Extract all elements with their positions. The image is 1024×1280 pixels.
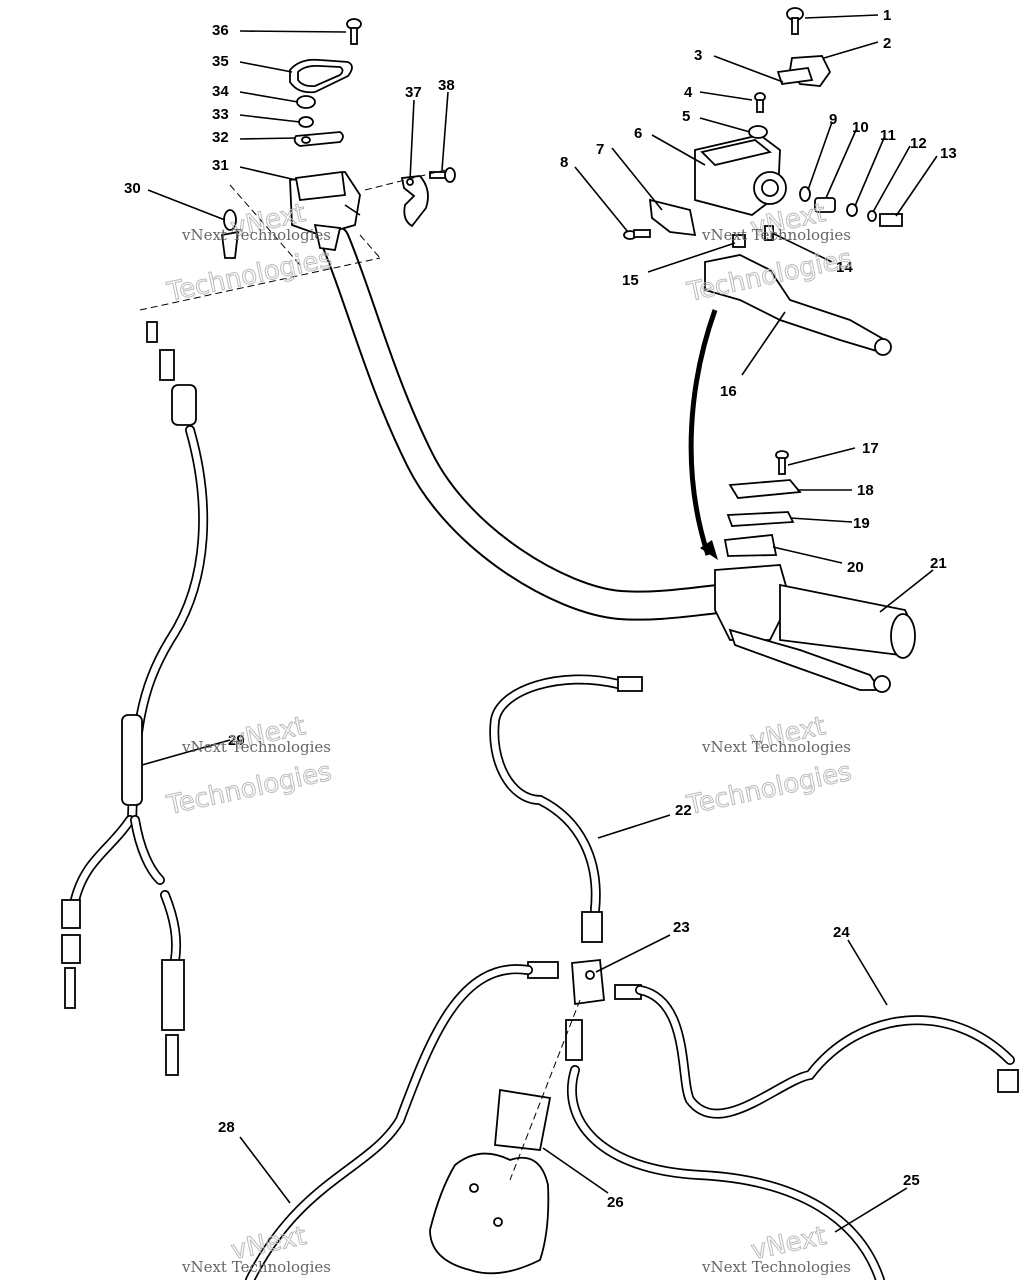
callout-20: 20 xyxy=(847,559,864,576)
callout-35: 35 xyxy=(212,53,229,70)
screw-17 xyxy=(775,450,789,475)
svg-text:vNext Technologies: vNext Technologies xyxy=(181,1258,331,1276)
svg-text:vNext Technologies: vNext Technologies xyxy=(181,226,331,244)
brake-hose-24 xyxy=(635,985,1019,1119)
handlebar xyxy=(320,225,745,621)
callout-11: 11 xyxy=(880,127,896,144)
screw-8 xyxy=(623,229,651,240)
callout-3: 3 xyxy=(694,47,702,64)
watermark-3: vNext vNext Technologies Technologies xyxy=(163,711,335,822)
callout-37: 37 xyxy=(405,84,422,101)
watermark-6: vNext vNext Technologies xyxy=(701,1221,851,1276)
callout-29: 29 xyxy=(228,732,245,749)
callout-34: 34 xyxy=(212,83,229,100)
callout-24: 24 xyxy=(833,924,850,941)
callout-18: 18 xyxy=(857,482,874,499)
reservoir-cap-2 xyxy=(776,55,832,87)
callout-33: 33 xyxy=(212,106,229,123)
arrow-head xyxy=(700,540,718,560)
callout-10: 10 xyxy=(852,119,869,136)
callout-7: 7 xyxy=(596,141,604,158)
callout-36: 36 xyxy=(212,22,229,39)
diaphragm-19 xyxy=(726,511,795,527)
brake-hose-25 xyxy=(566,1065,885,1280)
brake-hose-28 xyxy=(245,964,533,1280)
cover-18 xyxy=(728,479,802,499)
gasket-35 xyxy=(289,58,353,94)
dash-line-caliper xyxy=(509,999,581,1181)
brake-lever-16 xyxy=(704,254,892,356)
screw-1 xyxy=(786,7,804,35)
svg-text:Technologies: Technologies xyxy=(164,757,335,821)
callout-30: 30 xyxy=(124,180,141,197)
callout-4: 4 xyxy=(684,84,693,101)
screw-38 xyxy=(429,167,456,183)
svg-text:Technologies: Technologies xyxy=(164,244,335,308)
watermark-5: vNext vNext Technologies xyxy=(181,1221,331,1276)
brake-hose-22 xyxy=(489,674,643,943)
callout-21: 21 xyxy=(930,555,947,572)
callout-17: 17 xyxy=(862,440,879,457)
callout-31: 31 xyxy=(212,157,229,174)
svg-text:vNext Technologies: vNext Technologies xyxy=(701,1258,851,1276)
callout-23: 23 xyxy=(673,919,690,936)
left-lever-housing xyxy=(289,170,361,252)
svg-text:vNext Technologies: vNext Technologies xyxy=(701,738,851,756)
callout-26: 26 xyxy=(607,1194,624,1211)
svg-text:Technologies: Technologies xyxy=(684,757,855,821)
callout-16: 16 xyxy=(720,383,737,400)
grip-21 xyxy=(714,564,916,693)
callout-32: 32 xyxy=(212,129,229,146)
callout-19: 19 xyxy=(853,515,870,532)
callout-25: 25 xyxy=(903,1172,920,1189)
callout-6: 6 xyxy=(634,125,642,142)
callout-13: 13 xyxy=(940,145,957,162)
callout-22: 22 xyxy=(675,802,692,819)
svg-text:vNext Technologies: vNext Technologies xyxy=(181,738,331,756)
callout-9: 9 xyxy=(829,111,837,128)
callout-2: 2 xyxy=(883,35,891,52)
callout-1: 1 xyxy=(883,7,891,24)
callout-14: 14 xyxy=(836,259,853,276)
bracket-37 xyxy=(400,175,429,228)
gasket-20 xyxy=(723,534,778,557)
svg-text:vNext Technologies: vNext Technologies xyxy=(701,226,851,244)
leader-lines xyxy=(141,14,938,1233)
callout-28: 28 xyxy=(218,1119,235,1136)
callout-numbers: 1 2 3 4 5 6 7 8 9 10 11 12 13 14 15 16 1… xyxy=(124,7,957,1211)
callout-15: 15 xyxy=(622,272,639,289)
bracket-7 xyxy=(648,198,697,237)
pin-30 xyxy=(220,209,240,259)
throttle-cable xyxy=(61,321,209,1076)
master-cylinder xyxy=(694,134,787,216)
caliper-26 xyxy=(429,1088,552,1275)
piston-parts-9-13 xyxy=(799,186,903,227)
callout-5: 5 xyxy=(682,108,690,125)
callout-38: 38 xyxy=(438,77,455,94)
screw-36 xyxy=(346,18,362,45)
callout-12: 12 xyxy=(910,135,927,152)
watermark-4: vNext vNext Technologies Technologies xyxy=(683,711,855,822)
callout-8: 8 xyxy=(560,154,568,171)
arrow-to-handlebar xyxy=(688,309,718,556)
junction-block-23 xyxy=(527,959,642,1061)
washers-32-34 xyxy=(293,95,344,147)
